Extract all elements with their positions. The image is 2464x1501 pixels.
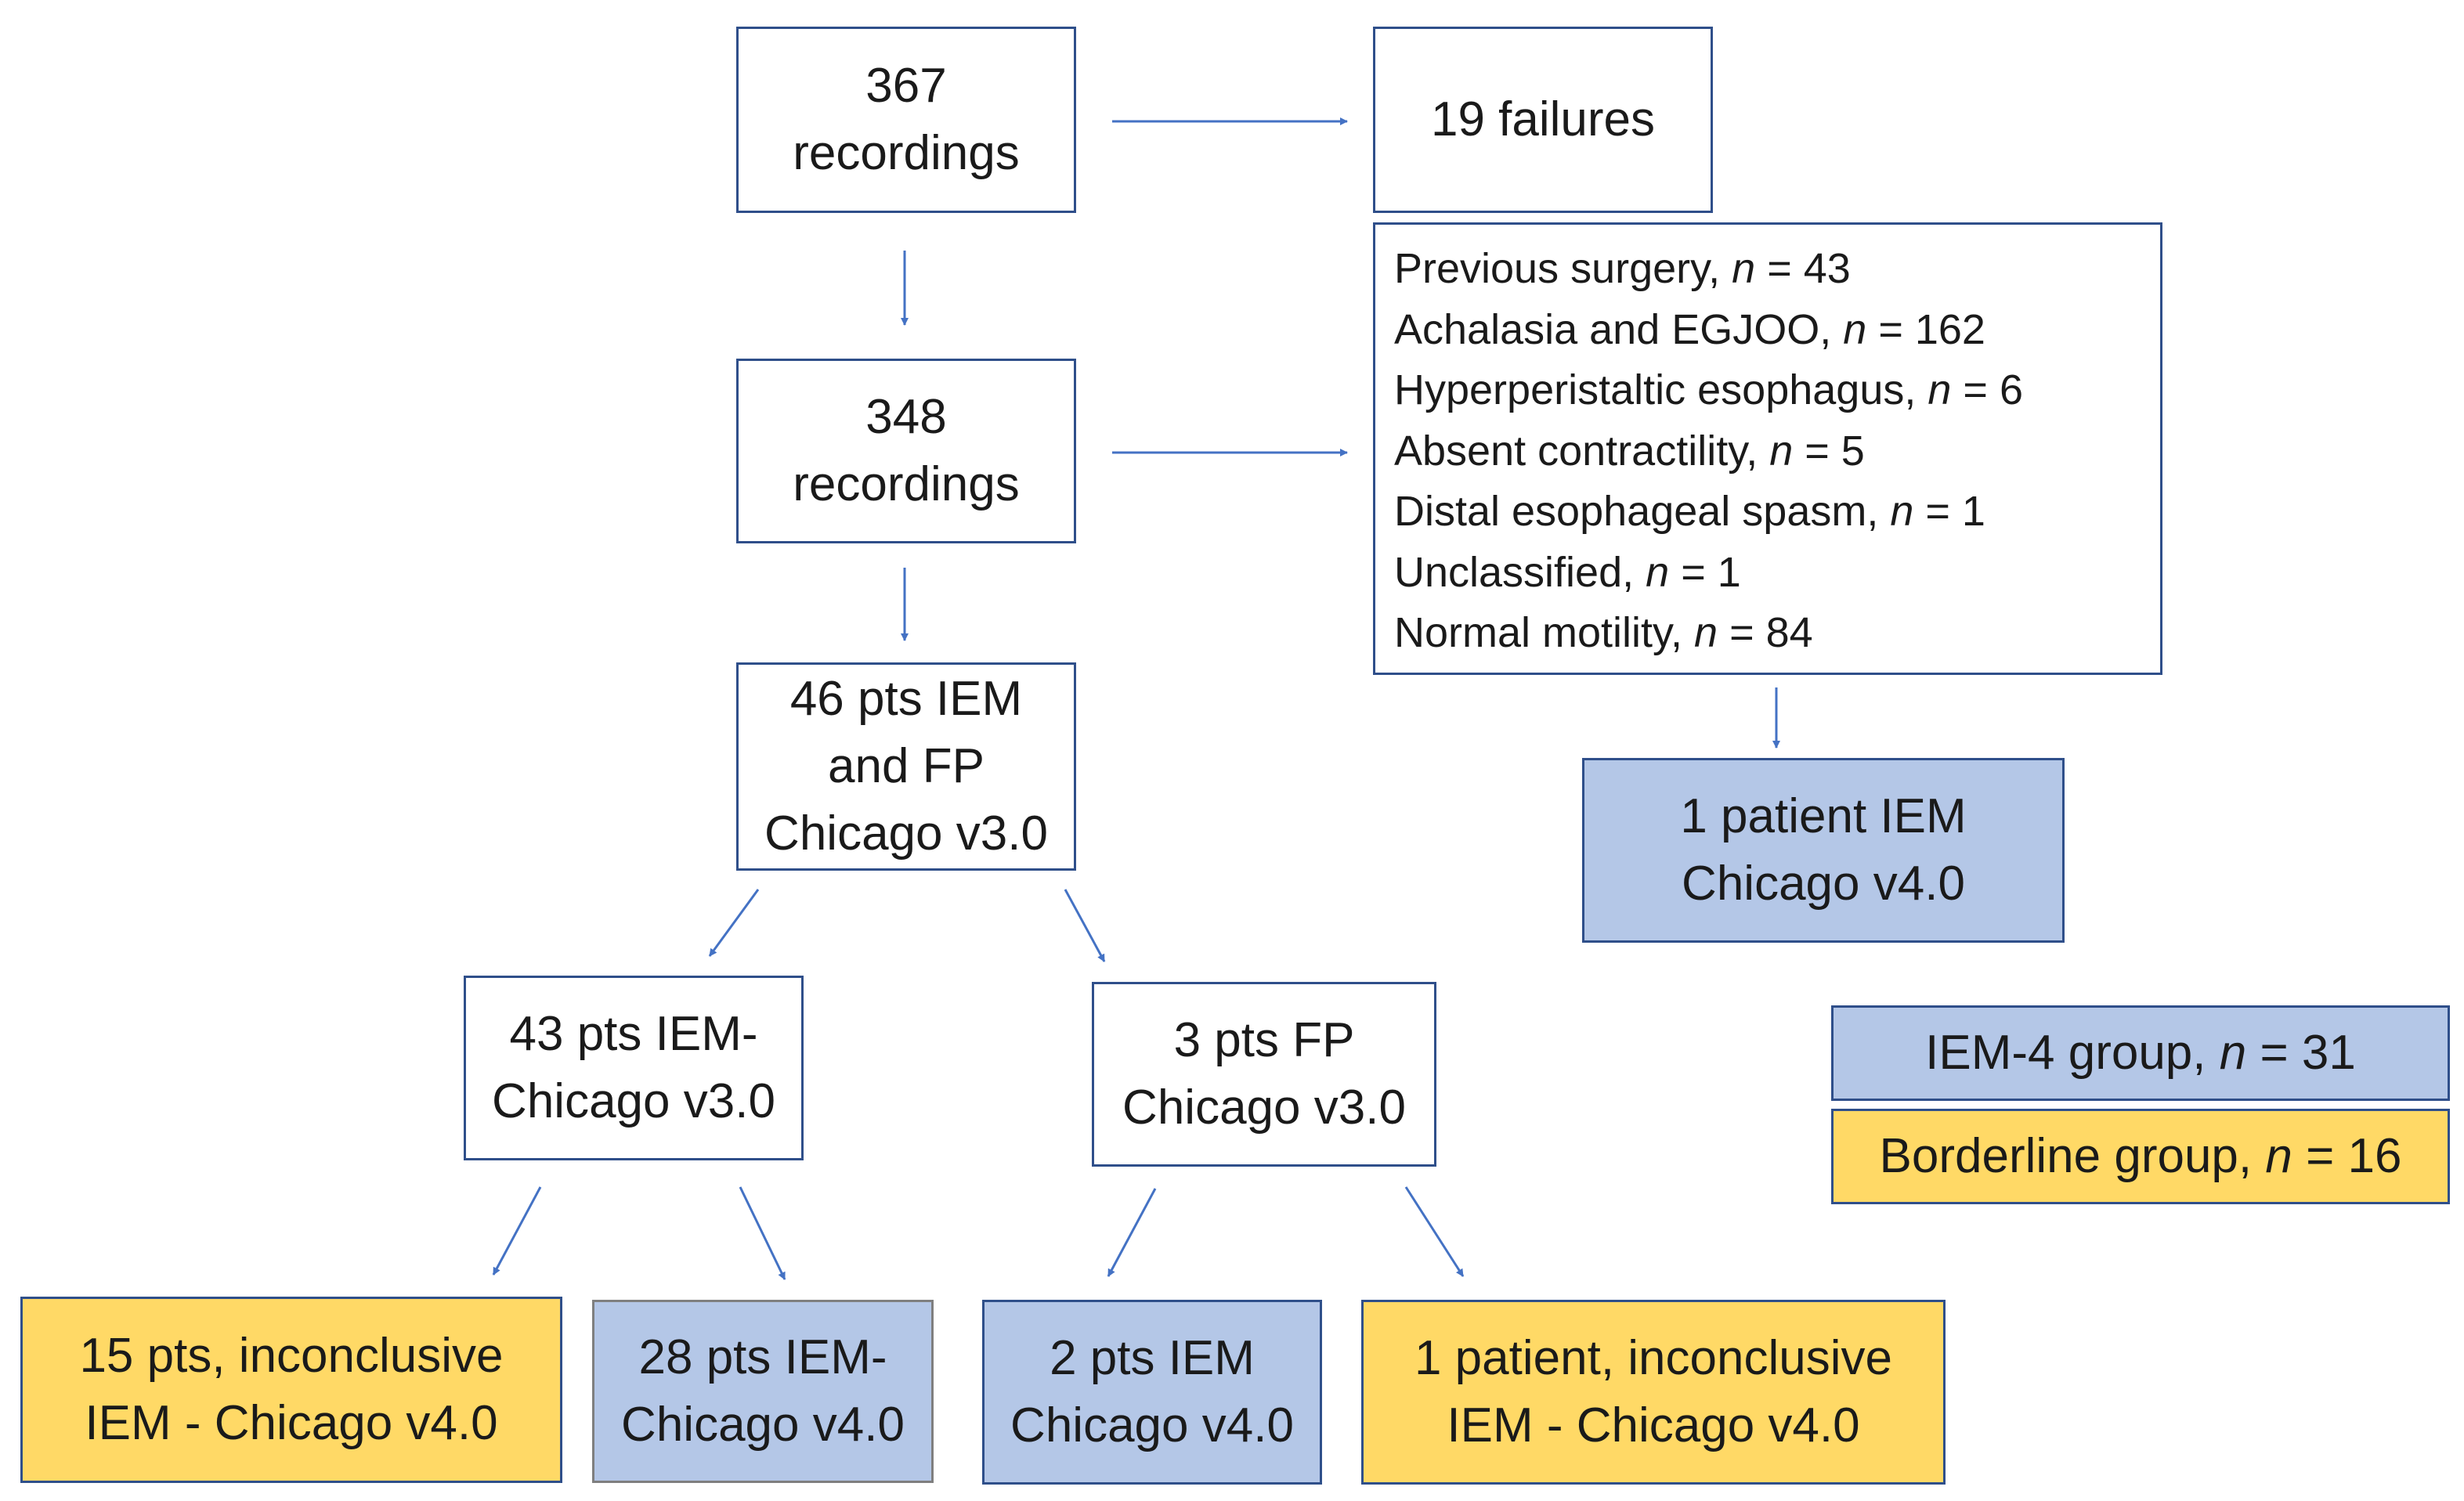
box-2-pts-iem: 2 pts IEM Chicago v4.0 [982,1300,1322,1485]
box-1-patient-inconclusive: 1 patient, inconclusive IEM - Chicago v4… [1361,1300,1946,1485]
box-failures-line-1: 19 failures [1430,92,1656,146]
legend-borderline-text: Borderline group, n = 16 [1879,1129,2402,1183]
box-3-line-2: Chicago v3.0 [1122,1081,1406,1135]
box-28-line-1: 28 pts IEM- [638,1330,887,1384]
box-46-pts: 46 pts IEM and FP Chicago v3.0 [736,662,1076,871]
box-1patient-line-2: Chicago v4.0 [1682,857,1965,911]
box-1patient-line-1: 1 patient IEM [1680,789,1967,843]
box-3-pts: 3 pts FP Chicago v3.0 [1092,982,1436,1167]
box-28-pts-iem: 28 pts IEM- Chicago v4.0 [592,1300,934,1483]
box-348-recordings: 348 recordings [736,359,1076,543]
box-2-line-1: 2 pts IEM [1050,1331,1255,1385]
box-19-failures: 19 failures [1373,27,1713,213]
box-1patient-inc-line-1: 1 patient, inconclusive [1414,1331,1893,1385]
exclusion-item: Achalasia and EGJOO, n = 162 [1394,305,1985,353]
arrow-3-to-2 [1107,1188,1157,1277]
exclusion-item: Unclassified, n = 1 [1394,548,1741,596]
box-348-line-2: recordings [793,457,1020,511]
legend-borderline-group: Borderline group, n = 16 [1831,1109,2450,1204]
box-15-pts-inconclusive: 15 pts, inconclusive IEM - Chicago v4.0 [20,1297,562,1483]
arrow-3-to-1patient [1404,1186,1465,1277]
exclusion-item: Previous surgery, n = 43 [1394,245,1851,292]
box-348-line-1: 348 [865,390,947,444]
box-43-line-1: 43 pts IEM- [509,1007,758,1061]
box-15-line-1: 15 pts, inconclusive [79,1329,504,1383]
box-367-line-2: recordings [793,126,1020,180]
arrow-46-to-43 [708,889,760,957]
box-1patient-inc-line-2: IEM - Chicago v4.0 [1447,1398,1860,1452]
exclusion-item: Absent contractility, n = 5 [1394,427,1865,474]
box-367-line-1: 367 [865,59,947,113]
box-46-line-1: 46 pts IEM [789,672,1023,726]
exclusion-item: Distal esophageal spasm, n = 1 [1394,488,1985,535]
box-46-line-3: Chicago v3.0 [764,806,1048,861]
box-15-line-2: IEM - Chicago v4.0 [85,1396,498,1450]
box-2-line-2: Chicago v4.0 [1010,1398,1294,1452]
arrow-46-to-3 [1064,889,1106,962]
box-367-recordings: 367 recordings [736,27,1076,213]
exclusion-item: Hyperperistaltic esophagus, n = 6 [1394,366,2023,413]
legend-iem4-group: IEM-4 group, n = 31 [1831,1005,2450,1101]
legend-iem4-text: IEM-4 group, n = 31 [1925,1026,2356,1080]
arrow-43-to-15 [492,1186,542,1275]
box-exclusions: Previous surgery, n = 43 Achalasia and E… [1373,222,2162,675]
box-43-pts: 43 pts IEM- Chicago v3.0 [464,976,804,1160]
box-1-patient-iem: 1 patient IEM Chicago v4.0 [1582,758,2065,943]
arrow-43-to-28 [739,1186,786,1280]
exclusion-item: Normal motility, n = 84 [1394,609,1813,656]
box-3-line-1: 3 pts FP [1173,1013,1355,1067]
box-46-line-2: and FP [828,739,985,793]
box-43-line-2: Chicago v3.0 [492,1074,775,1128]
box-28-line-2: Chicago v4.0 [621,1398,905,1452]
